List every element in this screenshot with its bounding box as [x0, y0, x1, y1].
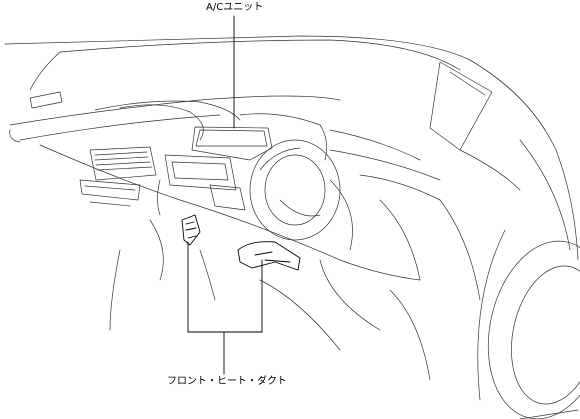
car-body-side	[459, 59, 580, 419]
ac-unit-label: A/Cユニット	[206, 2, 264, 13]
center-console	[79, 126, 273, 216]
steering-wheel	[249, 139, 353, 251]
front-heat-duct-left	[181, 214, 201, 246]
front-heat-duct-label: フロント・ヒート・ダクト	[167, 376, 287, 387]
front-heat-duct-right	[237, 241, 301, 271]
callout-leaders	[187, 15, 263, 375]
lower-dash	[109, 219, 431, 381]
windshield-outline	[4, 35, 546, 151]
dashboard	[9, 91, 481, 301]
